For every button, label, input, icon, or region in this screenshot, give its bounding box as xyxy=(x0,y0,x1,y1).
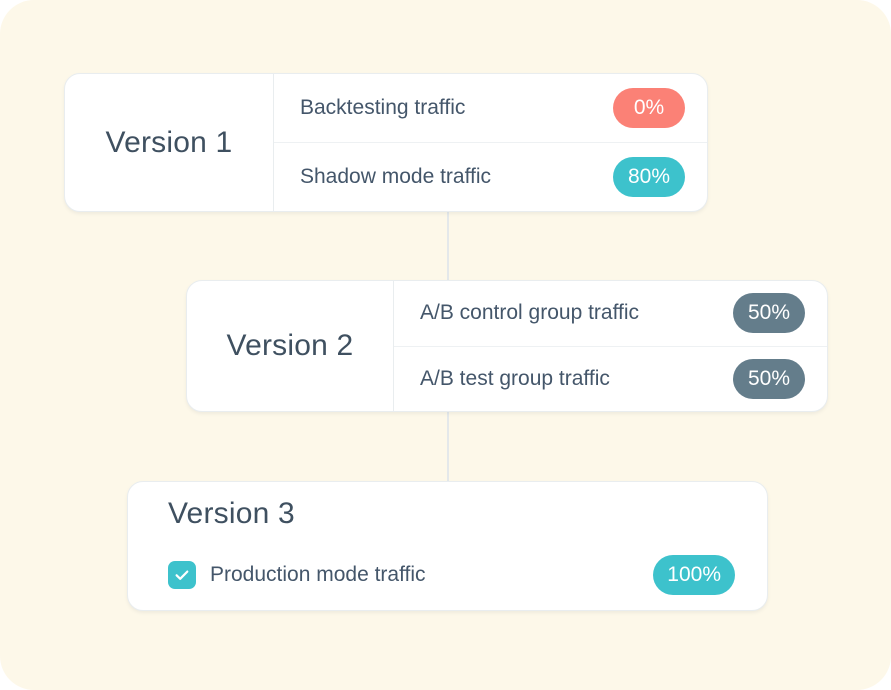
traffic-row-ab-control-badge: 50% xyxy=(733,293,805,334)
traffic-row-ab-test-badge: 50% xyxy=(733,358,805,399)
card-version-3[interactable]: Version 3 Production mode traffic 100% xyxy=(127,481,768,611)
traffic-row-shadow-mode[interactable]: Shadow mode traffic 80% xyxy=(274,142,707,211)
version-2-label-column: Version 2 xyxy=(187,281,393,411)
traffic-row-production-mode-label: Production mode traffic xyxy=(210,563,426,586)
traffic-row-ab-test-label: A/B test group traffic xyxy=(420,366,610,390)
check-icon[interactable] xyxy=(168,561,196,589)
connector-version2-version3 xyxy=(447,410,449,484)
traffic-row-backtesting[interactable]: Backtesting traffic 0% xyxy=(274,74,707,142)
version-1-title: Version 1 xyxy=(105,125,233,159)
card-version-2[interactable]: Version 2 A/B control group traffic 50% … xyxy=(186,280,828,412)
traffic-row-production-mode[interactable]: Production mode traffic 100% xyxy=(168,555,735,595)
connector-version1-version2 xyxy=(447,210,449,282)
version-1-label-column: Version 1 xyxy=(65,74,273,211)
traffic-row-shadow-mode-label: Shadow mode traffic xyxy=(300,165,492,188)
version-2-title: Version 2 xyxy=(226,329,354,362)
card-version-1[interactable]: Version 1 Backtesting traffic 0% Shadow … xyxy=(64,73,708,212)
traffic-row-production-mode-badge: 100% xyxy=(653,555,735,595)
version-2-rows: A/B control group traffic 50% A/B test g… xyxy=(393,281,827,411)
production-mode-checkbox-group[interactable]: Production mode traffic xyxy=(168,561,426,589)
traffic-row-ab-test[interactable]: A/B test group traffic 50% xyxy=(394,345,827,412)
traffic-row-ab-control-label: A/B control group traffic xyxy=(420,301,640,325)
version-3-title: Version 3 xyxy=(168,497,295,530)
traffic-row-shadow-mode-badge: 80% xyxy=(613,157,685,197)
traffic-row-ab-control[interactable]: A/B control group traffic 50% xyxy=(394,281,827,346)
version-1-rows: Backtesting traffic 0% Shadow mode traff… xyxy=(273,74,707,211)
traffic-row-backtesting-label: Backtesting traffic xyxy=(300,96,466,119)
traffic-row-backtesting-badge: 0% xyxy=(613,88,685,128)
